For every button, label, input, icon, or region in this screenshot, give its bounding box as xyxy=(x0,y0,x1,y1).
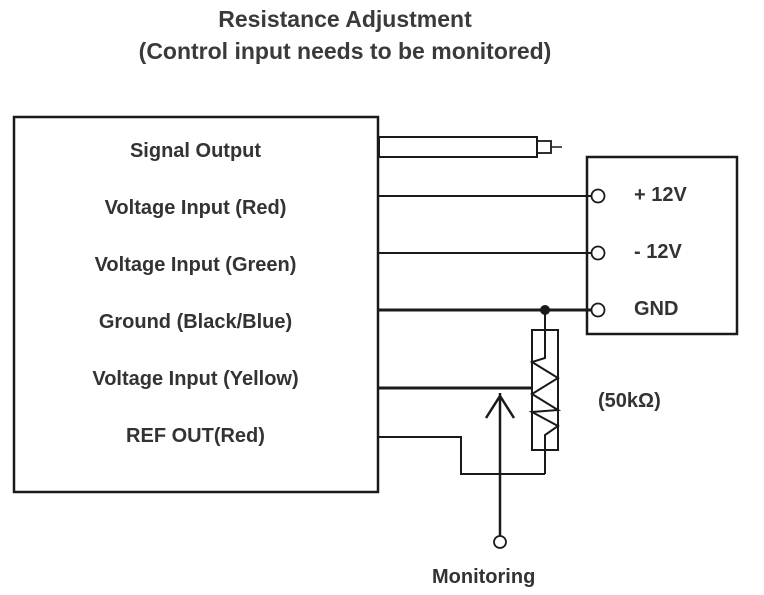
terminal-monitoring xyxy=(493,535,507,549)
wire-ref-out xyxy=(378,436,545,475)
terminal-label-minus-12v: - 12V xyxy=(634,241,682,263)
potentiometer xyxy=(528,310,562,474)
terminal-gnd xyxy=(590,302,606,318)
diagram-subtitle: (Control input needs to be monitored) xyxy=(138,38,552,64)
terminal-minus-12v xyxy=(590,245,606,261)
pin-label-ref-out: REF OUT(Red) xyxy=(126,425,265,447)
potentiometer-value-label: (50kΩ) xyxy=(598,390,661,412)
pin-label-voltage-input-red: Voltage Input (Red) xyxy=(104,197,287,219)
device-box xyxy=(12,115,380,494)
pin-label-ground: Ground (Black/Blue) xyxy=(98,311,293,333)
monitoring-label: Monitoring xyxy=(432,566,536,588)
diagram-title: Resistance Adjustment xyxy=(218,6,472,32)
pin-label-voltage-input-yellow: Voltage Input (Yellow) xyxy=(92,368,299,390)
signal-output-cable xyxy=(378,136,562,158)
pin-label-voltage-input-green: Voltage Input (Green) xyxy=(94,254,297,276)
terminal-plus-12v xyxy=(590,188,606,204)
terminal-label-gnd: GND xyxy=(634,298,679,320)
pin-label-signal-output: Signal Output xyxy=(129,140,262,162)
resistor-zigzag xyxy=(528,330,562,474)
power-supply-box xyxy=(585,155,739,336)
terminal-label-plus-12v: + 12V xyxy=(634,184,687,206)
monitoring-arrow-icon xyxy=(484,393,516,536)
